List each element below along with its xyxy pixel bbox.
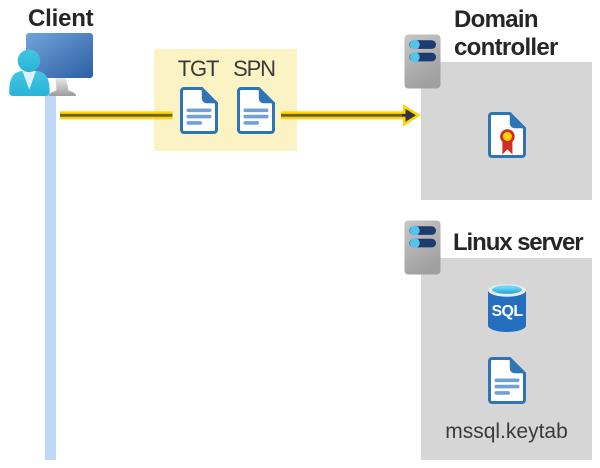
svg-text:SQL: SQL bbox=[491, 303, 523, 320]
